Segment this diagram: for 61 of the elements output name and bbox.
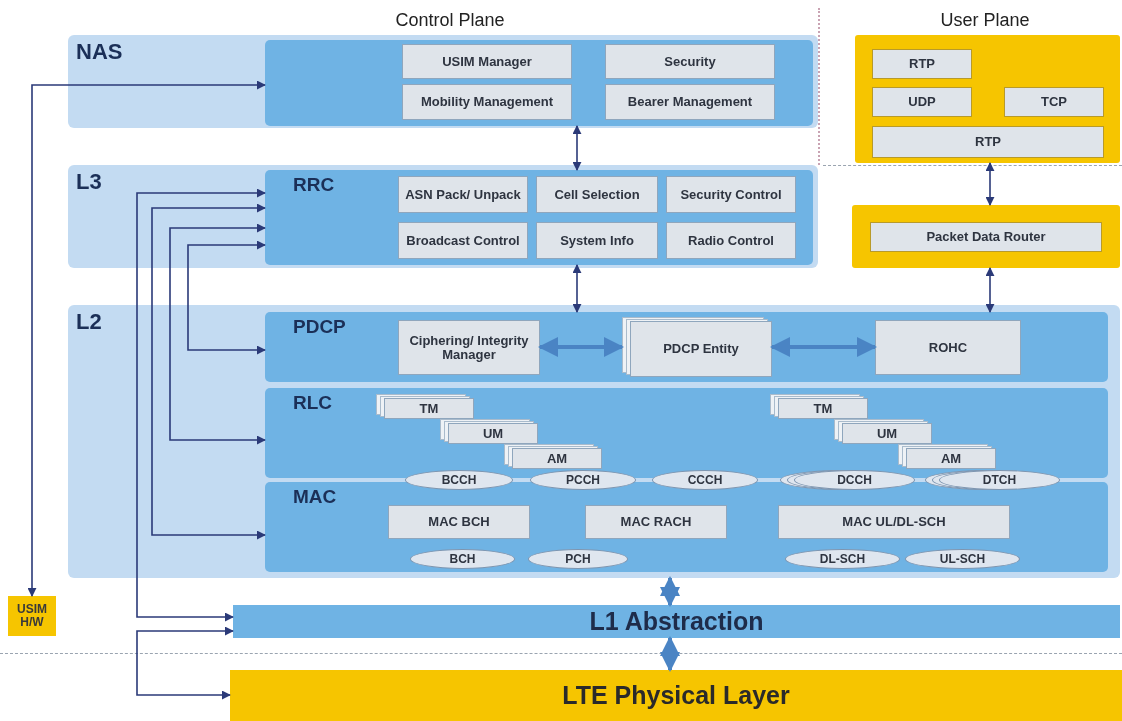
layer-label: L2 — [76, 309, 102, 335]
protocol-block: UDP — [872, 87, 972, 117]
layer-band — [68, 165, 818, 268]
hardware-block: USIM H/W — [8, 596, 56, 636]
function-block: Radio Control — [666, 222, 796, 259]
function-block: System Info — [536, 222, 658, 259]
layer-label: L1 Abstraction — [589, 607, 764, 636]
double-arrow — [660, 576, 680, 607]
function-block: Security — [605, 44, 775, 79]
layer-label: RRC — [293, 174, 335, 196]
connector-arrow — [985, 267, 995, 313]
double-arrow — [770, 337, 877, 357]
layer-label: MAC — [293, 486, 337, 508]
channel-ellipse: PCH — [528, 549, 628, 569]
physical-layer-bar — [230, 670, 1122, 721]
connector-arrow — [985, 162, 995, 206]
protocol-block: Packet Data Router — [870, 222, 1102, 252]
double-arrow — [538, 337, 624, 357]
function-block: MAC UL/DL-SCH — [778, 505, 1010, 539]
function-block: Security Control — [666, 176, 796, 213]
connector-arrow — [136, 188, 266, 622]
channel-ellipse: UL-SCH — [905, 549, 1020, 569]
module-panel — [265, 40, 813, 126]
plane-heading: User Plane — [940, 10, 1030, 31]
protocol-block: RTP — [872, 49, 972, 79]
connector-arrow — [169, 223, 266, 445]
connector-arrow — [27, 80, 266, 597]
module-panel — [265, 312, 1108, 382]
layer-label: RLC — [293, 392, 333, 414]
user-plane-panel — [855, 35, 1120, 163]
user-plane-panel — [852, 205, 1120, 268]
connector-arrow — [187, 240, 266, 355]
function-block: ROHC — [875, 320, 1021, 375]
function-block: Broadcast Control — [398, 222, 528, 259]
plane-heading: Control Plane — [395, 10, 505, 31]
function-block: ASN Pack/ Unpack — [398, 176, 528, 213]
layer-label: PDCP — [293, 316, 346, 338]
double-arrow — [660, 636, 680, 672]
function-block: Ciphering/ Integrity Manager — [398, 320, 540, 375]
connector-arrow — [572, 125, 582, 171]
module-panel — [265, 482, 1108, 572]
layer-band — [68, 305, 1120, 578]
function-block: USIM Manager — [402, 44, 572, 79]
function-block: MAC RACH — [585, 505, 727, 539]
protocol-block: TCP — [1004, 87, 1104, 117]
layer-label: L3 — [76, 169, 102, 195]
function-block: Bearer Management — [605, 84, 775, 120]
layer-label: LTE Physical Layer — [562, 681, 790, 710]
channel-ellipse: BCH — [410, 549, 515, 569]
connector-arrow — [151, 203, 266, 540]
abstraction-bar — [233, 605, 1120, 638]
layer-band — [68, 35, 818, 128]
layer-label: NAS — [76, 39, 123, 65]
function-block: Mobility Management — [402, 84, 572, 120]
module-panel — [265, 170, 813, 265]
function-block: MAC BCH — [388, 505, 530, 539]
connector-arrow — [572, 264, 582, 313]
protocol-block: RTP — [872, 126, 1104, 158]
connector-arrow — [136, 626, 234, 700]
channel-ellipse: DL-SCH — [785, 549, 900, 569]
function-block: Cell Selection — [536, 176, 658, 213]
